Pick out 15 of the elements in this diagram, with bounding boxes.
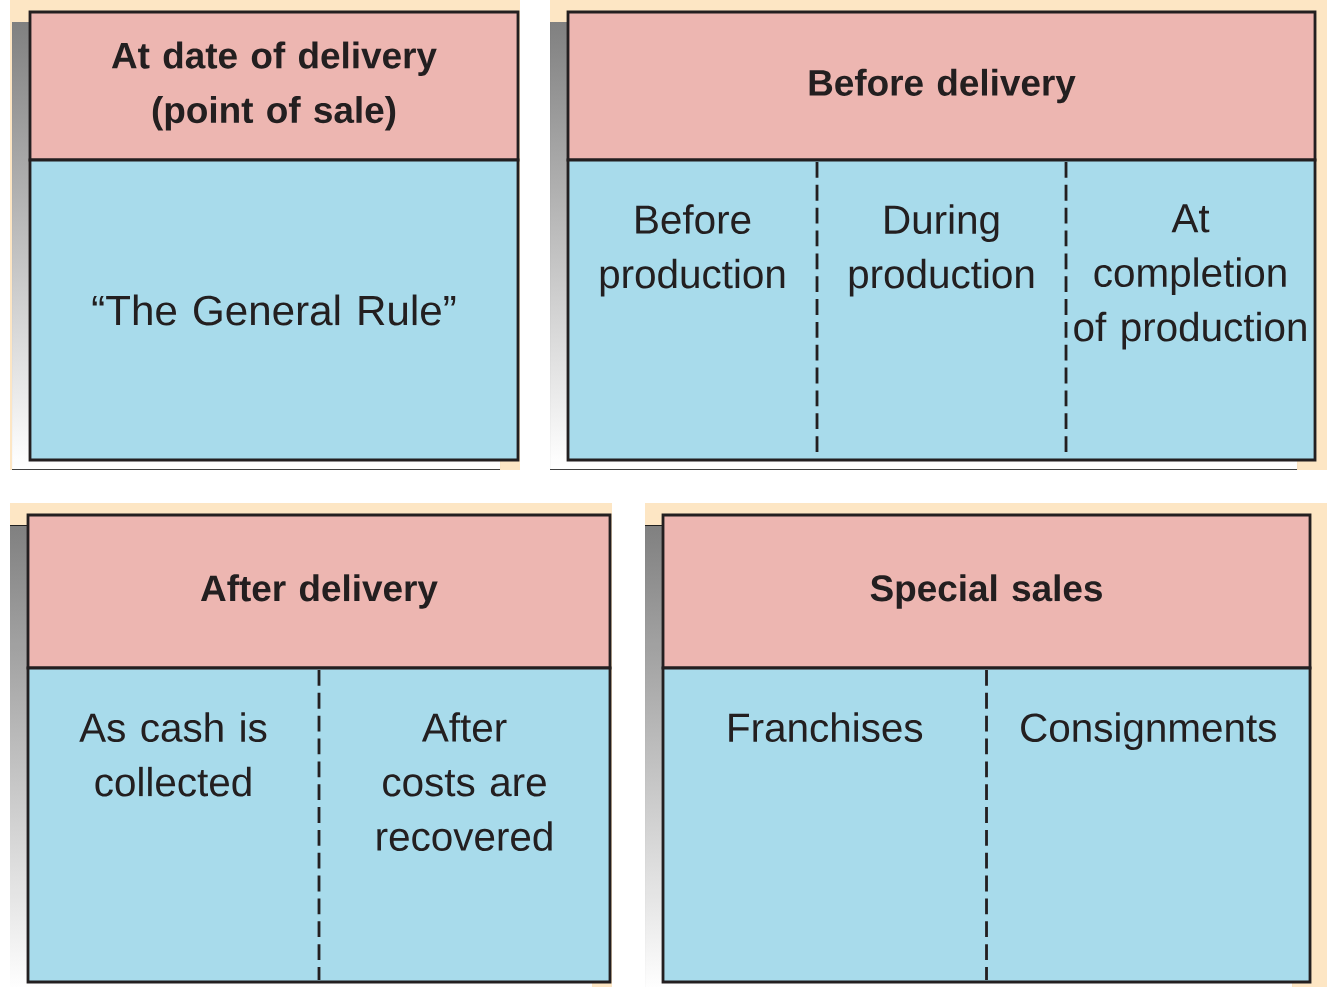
category-label: At completion of production [1074,204,1306,350]
category-label: Consignments [1021,712,1276,751]
content-box [566,158,1317,462]
content-box [661,666,1312,984]
header-box: Before delivery [566,10,1317,162]
content-box: “The General Rule” [28,158,520,462]
header-box: At date of delivery (point of sale) [28,10,520,162]
category-label: During production [849,204,1034,297]
header-box: Special sales [661,513,1312,670]
category-label: As cash is collected [79,712,267,797]
category-label: Franchises [729,712,923,743]
content-box [26,666,612,984]
category-label: After costs are recovered [377,712,552,851]
header-box: After delivery [26,513,612,670]
category-label: Before production [600,204,785,297]
